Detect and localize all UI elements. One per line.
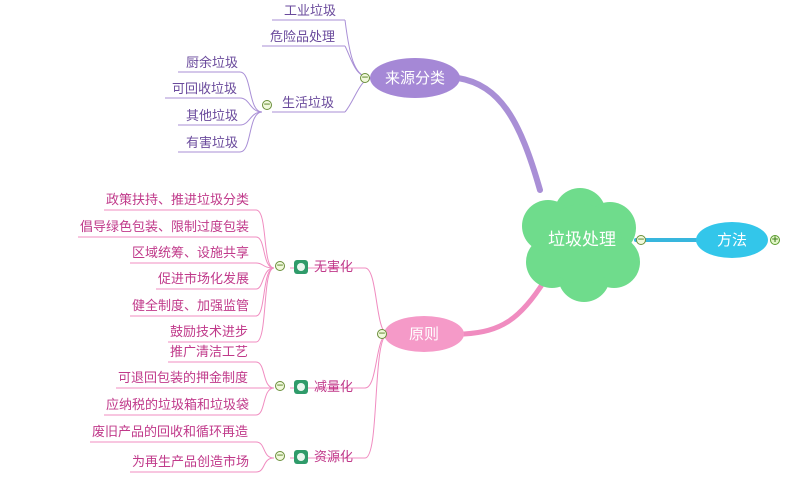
- harmless-item-1[interactable]: 政策扶持、推进垃圾分类: [106, 193, 250, 208]
- source-child-household[interactable]: 生活垃圾: [282, 96, 335, 111]
- harmless-item-6[interactable]: 鼓励技术进步: [170, 325, 249, 340]
- source-collapse-toggle[interactable]: −: [360, 73, 370, 83]
- resource-collapse-toggle[interactable]: −: [275, 451, 285, 461]
- source-node-label: 来源分类: [384, 69, 445, 87]
- principle-node-shape[interactable]: [384, 316, 464, 352]
- principle-branch-line: [461, 277, 548, 337]
- harmless-item-3[interactable]: 区域统筹、设施共享: [132, 246, 250, 261]
- reduction-collapse-toggle[interactable]: −: [275, 381, 285, 391]
- household-item-harmful[interactable]: 有害垃圾: [186, 136, 239, 151]
- source-child-industrial[interactable]: 工业垃圾: [284, 4, 337, 19]
- principle-group-resource[interactable]: 资源化: [314, 450, 354, 465]
- principle-collapse-toggle[interactable]: −: [377, 329, 387, 339]
- principle-node-label: 原则: [408, 325, 439, 343]
- root-collapse-toggle[interactable]: −: [636, 235, 646, 245]
- method-node-shape[interactable]: [696, 222, 768, 258]
- harmless-item-2[interactable]: 倡导绿色包装、限制过度包装: [80, 220, 250, 235]
- reduction-item-1[interactable]: 推广清洁工艺: [170, 345, 249, 360]
- reduction-item-2[interactable]: 可退回包装的押金制度: [118, 371, 249, 386]
- harmless-item-5[interactable]: 健全制度、加强监管: [132, 299, 250, 314]
- principle-group-harmless[interactable]: 无害化: [314, 260, 354, 275]
- resource-item-1[interactable]: 废旧产品的回收和循环再造: [92, 425, 249, 440]
- household-item-recyclable[interactable]: 可回收垃圾: [172, 82, 238, 97]
- harmless-collapse-toggle[interactable]: −: [275, 261, 285, 271]
- resource-item-2[interactable]: 为再生产品创造市场: [132, 455, 250, 470]
- globe-icon: [294, 260, 308, 274]
- source-child-hazardous[interactable]: 危险品处理: [270, 30, 336, 45]
- globe-icon: [294, 380, 308, 394]
- method-node-label: 方法: [716, 231, 747, 249]
- household-item-kitchen[interactable]: 厨余垃圾: [186, 56, 239, 71]
- source-node-shape[interactable]: [370, 58, 460, 98]
- principle-group-reduction[interactable]: 减量化: [314, 380, 354, 395]
- source-branch-line: [455, 75, 543, 193]
- globe-icon: [294, 450, 308, 464]
- household-collapse-toggle[interactable]: −: [262, 100, 272, 110]
- method-expand-toggle[interactable]: +: [770, 235, 780, 245]
- root-node-shape[interactable]: [522, 188, 640, 302]
- harmless-item-4[interactable]: 促进市场化发展: [158, 272, 250, 287]
- household-item-other[interactable]: 其他垃圾: [186, 109, 239, 124]
- principle-subtree-lines: [78, 209, 389, 473]
- root-node-label: 垃圾处理: [548, 230, 616, 250]
- reduction-item-3[interactable]: 应纳税的垃圾箱和垃圾袋: [106, 398, 250, 413]
